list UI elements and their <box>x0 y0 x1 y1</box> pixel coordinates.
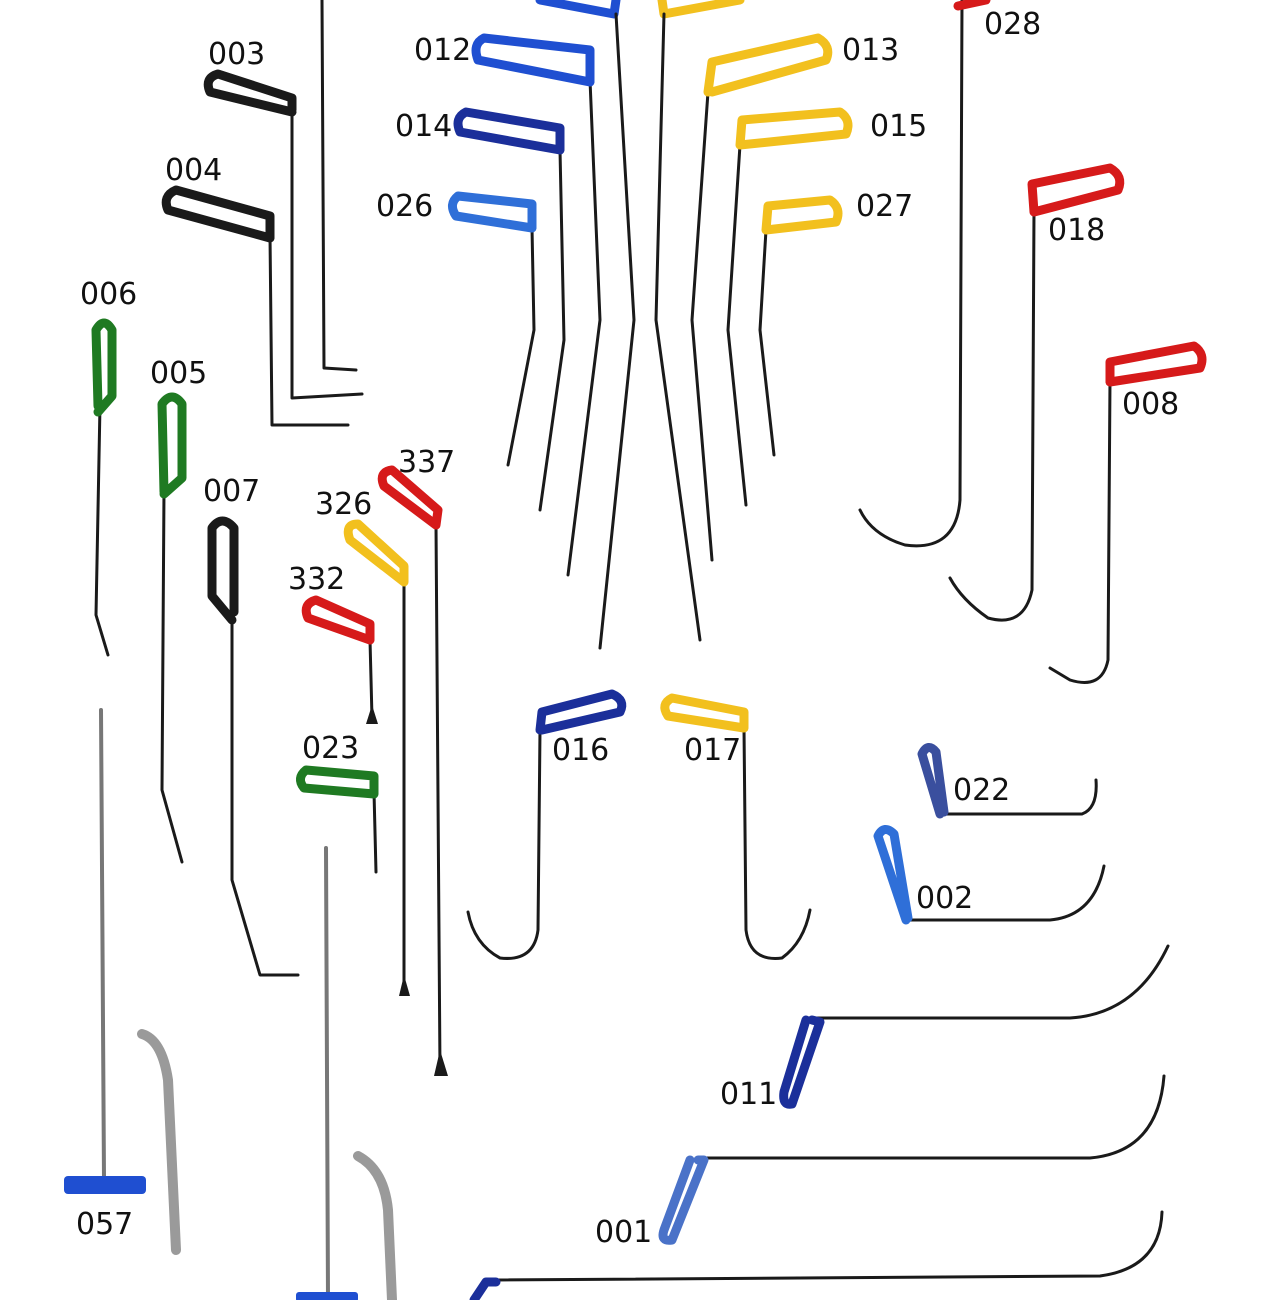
label-005: 005 <box>150 356 207 391</box>
label-012: 012 <box>414 33 471 68</box>
label-023: 023 <box>302 731 359 766</box>
label-057: 057 <box>76 1207 133 1242</box>
label-016: 016 <box>552 733 609 768</box>
tool-026 <box>448 191 537 467</box>
tool-332 <box>301 595 378 724</box>
label-008: 008 <box>1122 387 1179 422</box>
tool-005 <box>157 392 187 864</box>
tool-337 <box>377 465 448 1076</box>
label-002: 002 <box>916 881 973 916</box>
label-326: 326 <box>315 487 372 522</box>
tool-018 <box>948 163 1125 622</box>
tool-004 <box>161 185 350 427</box>
tool-022 <box>917 743 1098 819</box>
label-007: 007 <box>203 474 260 509</box>
tool-top-blue <box>535 0 636 650</box>
tool-bottom-long <box>469 1210 1164 1300</box>
label-018: 018 <box>1048 213 1105 248</box>
label-004: 004 <box>165 153 222 188</box>
tool-016 <box>466 689 627 960</box>
label-015: 015 <box>870 109 927 144</box>
tool-326 <box>343 519 410 996</box>
label-017: 017 <box>684 733 741 768</box>
tool-008 <box>1048 341 1207 684</box>
tool-015 <box>726 107 853 507</box>
label-028: 028 <box>984 7 1041 42</box>
tool-steel-t-handle <box>296 846 397 1300</box>
label-001: 001 <box>595 1215 652 1250</box>
tool-012 <box>471 33 602 577</box>
tool-003 <box>203 0 364 400</box>
label-003: 003 <box>208 37 265 72</box>
tool-023 <box>296 765 379 874</box>
label-006: 006 <box>80 277 137 312</box>
tool-017 <box>660 693 812 960</box>
tool-007 <box>207 516 300 977</box>
label-013: 013 <box>842 33 899 68</box>
tool-001 <box>658 1074 1166 1245</box>
tool-top-yellow <box>654 0 745 642</box>
tool-028 <box>858 0 991 548</box>
label-337: 337 <box>398 445 455 480</box>
tool-011 <box>779 944 1170 1109</box>
tool-057 <box>64 708 181 1255</box>
tool-013 <box>690 33 833 562</box>
tool-027 <box>758 195 843 457</box>
tool-002 <box>873 825 1106 925</box>
tool-014 <box>453 107 566 512</box>
label-011: 011 <box>720 1077 777 1112</box>
label-332: 332 <box>288 562 345 597</box>
label-022: 022 <box>953 773 1010 808</box>
label-014: 014 <box>395 109 452 144</box>
label-027: 027 <box>856 189 913 224</box>
tool-006 <box>91 318 117 657</box>
label-026: 026 <box>376 189 433 224</box>
